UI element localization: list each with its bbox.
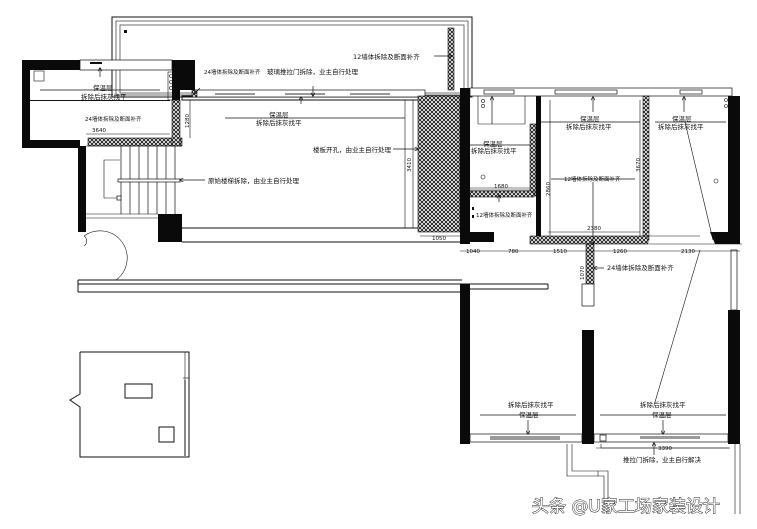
right-room-top	[649, 96, 742, 245]
watermark: 头条 @U家工场家装设计	[532, 497, 720, 517]
label-wall24-tl: 24墙体拆除及断面补齐	[85, 115, 142, 123]
label-stairs-removal: 原始楼梯拆除，由业主自行处理	[208, 176, 300, 185]
label-sliding-door: 推拉门拆除，业主自行解决	[623, 455, 702, 464]
label-insulation-tl: 保温层	[93, 83, 113, 92]
dim-1510: 1510	[553, 249, 567, 255]
label-plaster-lower-left: 拆除后抹灰找平	[508, 400, 554, 409]
dim-3390: 3390	[658, 446, 672, 452]
dim-1280: 1280	[185, 114, 191, 128]
dim-1050: 1050	[432, 236, 446, 242]
annotation-arrows	[40, 56, 726, 455]
lower-bedrooms	[460, 249, 740, 444]
label-glass-door: 玻璃推拉门拆除，业主自行处理	[267, 67, 359, 76]
dim-3410: 3410	[407, 158, 413, 172]
glass-sliding-door	[194, 89, 426, 98]
dim-1040: 1040	[466, 249, 480, 255]
label-insulation-living: 保温层	[269, 110, 289, 119]
bathroom-block	[460, 87, 733, 244]
label-plaster-center: 拆除后抹灰找平	[566, 122, 612, 131]
label-wall12-mid: 12墙体拆除及断面补齐	[564, 175, 621, 183]
dim-1070: 1070	[580, 266, 586, 280]
label-plaster-lower-right: 拆除后抹灰找平	[640, 400, 686, 409]
mid-divider	[581, 243, 595, 307]
dim-2380: 2380	[587, 226, 601, 232]
label-insulation-lower-right: 保温层	[652, 410, 672, 419]
label-wall24-top: 24墙体拆除及断面补齐	[204, 68, 261, 76]
stairwell	[78, 145, 182, 242]
label-plaster-right: 拆除后抹灰找平	[658, 122, 704, 131]
label-insulation-bath: 保温层	[483, 139, 503, 148]
dim-3670: 3670	[636, 158, 642, 172]
label-floor-hole: 楼板开孔，由业主自行处理	[313, 145, 392, 154]
dim-2130: 2130	[681, 249, 695, 255]
label-plaster-living: 拆除后抹灰找平	[256, 118, 302, 127]
labels: 保温层 拆除后抹灰找平 24墙体拆除及断面补齐 3640 1280 24墙体拆除…	[81, 52, 704, 464]
entry-corridor	[77, 218, 549, 293]
label-wall12-bath: 12墙体拆除及断面补齐	[476, 211, 533, 219]
label-plaster-bath: 拆除后抹灰找平	[471, 146, 517, 155]
dim-2860: 2860	[546, 182, 552, 196]
label-insulation-center: 保温层	[580, 114, 600, 123]
living-room	[181, 89, 463, 243]
label-insulation-lower-left: 保温层	[519, 410, 539, 419]
label-wall24-mid: 24墙体拆除及断面补齐	[607, 263, 674, 272]
dim-3640: 3640	[92, 128, 106, 134]
dimension-lines	[86, 100, 740, 449]
dim-780: 780	[508, 249, 519, 255]
label-wall12-top: 12墙体拆除及断面补齐	[353, 52, 420, 61]
inset-plan	[69, 351, 190, 458]
label-plaster-tl: 拆除后抹灰找平	[81, 92, 127, 101]
top-left-room	[22, 59, 195, 148]
dim-1680: 1680	[494, 184, 508, 190]
dim-1260: 1260	[613, 249, 627, 255]
label-insulation-right: 保温层	[672, 114, 692, 123]
